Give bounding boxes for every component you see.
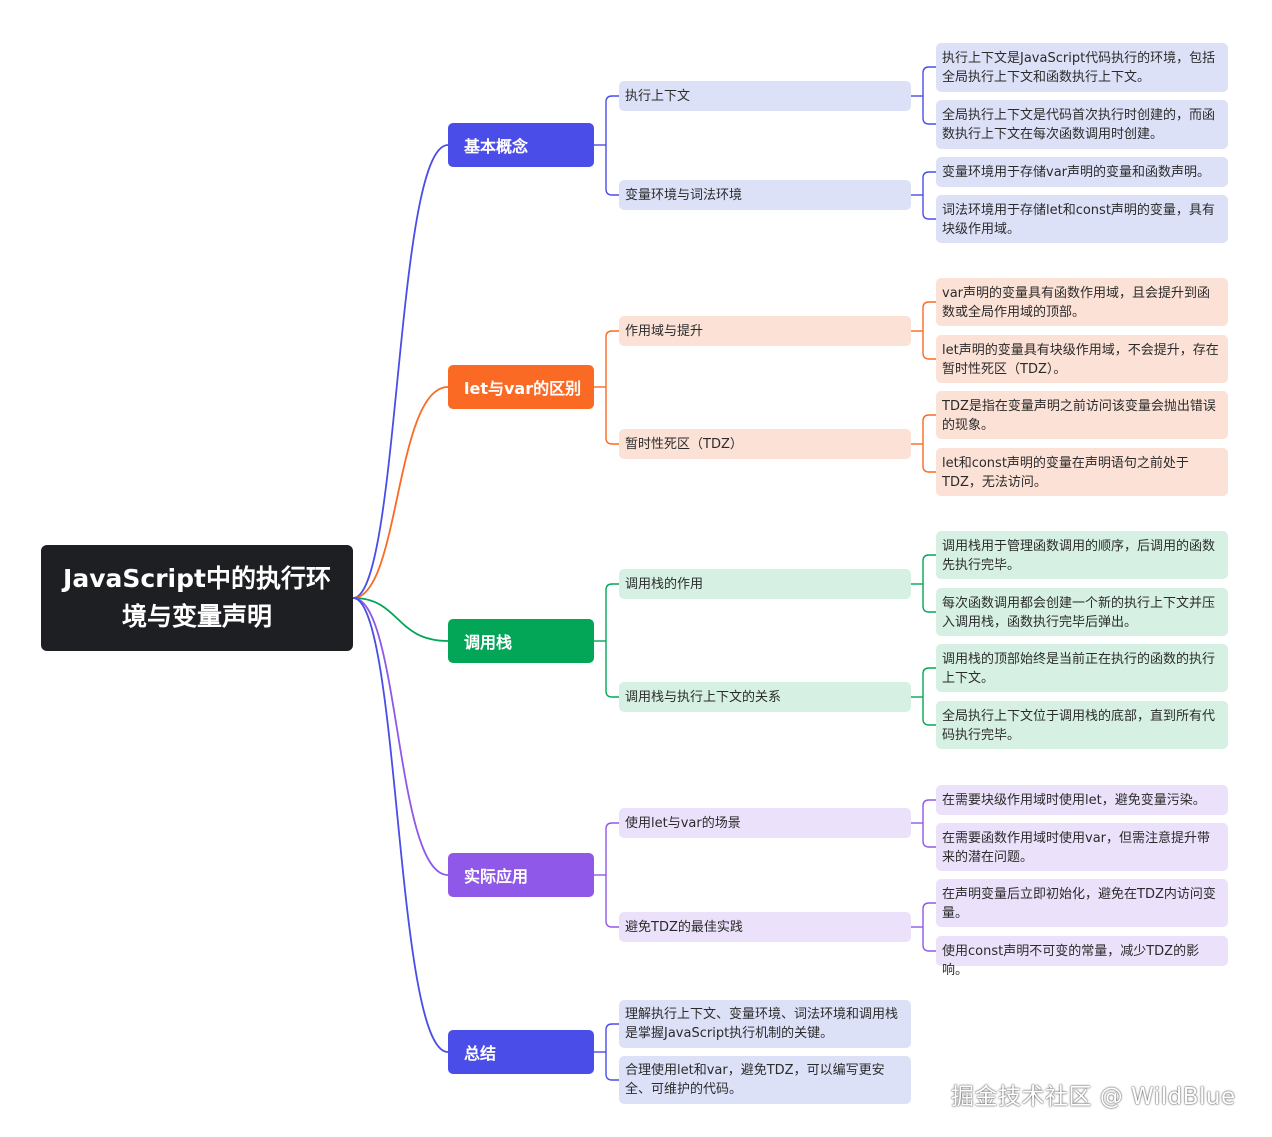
connector-line xyxy=(922,195,936,220)
sub-node[interactable]: 理解执行上下文、变量环境、词法环境和调用栈是掌握JavaScript执行机制的关… xyxy=(619,1000,911,1048)
connector-line xyxy=(605,330,619,387)
connector-line xyxy=(605,822,619,875)
leaf-node[interactable]: 在声明变量后立即初始化，避免在TDZ内访问变量。 xyxy=(936,879,1228,927)
sub-node[interactable]: 调用栈与执行上下文的关系 xyxy=(619,682,911,712)
connector-line xyxy=(922,697,936,726)
leaf-node[interactable]: 在需要块级作用域时使用let，避免变量污染。 xyxy=(936,785,1228,815)
connector-line xyxy=(605,95,619,145)
leaf-node[interactable]: let和const声明的变量在声明语句之前处于TDZ，无法访问。 xyxy=(936,448,1228,496)
watermark: 掘金技术社区 @ WildBlue xyxy=(951,1084,1236,1110)
leaf-node[interactable]: let声明的变量具有块级作用域，不会提升，存在暂时性死区（TDZ）。 xyxy=(936,335,1228,383)
leaf-node[interactable]: 全局执行上下文是代码首次执行时创建的，而函数执行上下文在每次函数调用时创建。 xyxy=(936,100,1228,149)
branch-summary[interactable]: 总结 xyxy=(448,1030,594,1074)
leaf-node[interactable]: 执行上下文是JavaScript代码执行的环境，包括全局执行上下文和函数执行上下… xyxy=(936,43,1228,92)
connector-line xyxy=(605,145,619,196)
sub-node[interactable]: 使用let与var的场景 xyxy=(619,808,911,838)
leaf-node[interactable]: 每次函数调用都会创建一个新的执行上下文并压入调用栈，函数执行完毕后弹出。 xyxy=(936,588,1228,636)
connector-line xyxy=(922,823,936,848)
connector-line xyxy=(922,667,936,697)
connector-line xyxy=(922,799,936,823)
sub-node[interactable]: 调用栈的作用 xyxy=(619,569,911,599)
leaf-node[interactable]: var声明的变量具有函数作用域，且会提升到函数或全局作用域的顶部。 xyxy=(936,278,1228,326)
root-node[interactable]: JavaScript中的执行环境与变量声明 xyxy=(41,545,353,651)
connector-line xyxy=(922,444,936,473)
branch-basic-concepts[interactable]: 基本概念 xyxy=(448,123,594,167)
sub-node[interactable]: 作用域与提升 xyxy=(619,316,911,346)
connector-line xyxy=(922,331,936,360)
leaf-node[interactable]: 变量环境用于存储var声明的变量和函数声明。 xyxy=(936,157,1228,187)
branch-let-vs-var[interactable]: let与var的区别 xyxy=(448,365,594,409)
connector-line xyxy=(922,584,936,613)
connector-line xyxy=(922,902,936,927)
connector-line xyxy=(352,597,449,642)
leaf-node[interactable]: 调用栈的顶部始终是当前正在执行的函数的执行上下文。 xyxy=(936,644,1228,692)
leaf-node[interactable]: TDZ是指在变量声明之前访问该变量会抛出错误的现象。 xyxy=(936,391,1228,439)
sub-node[interactable]: 合理使用let和var，避免TDZ，可以编写更安全、可维护的代码。 xyxy=(619,1056,911,1104)
leaf-node[interactable]: 调用栈用于管理函数调用的顺序，后调用的函数先执行完毕。 xyxy=(936,531,1228,579)
sub-node[interactable]: 执行上下文 xyxy=(619,81,911,111)
connector-line xyxy=(605,1023,619,1052)
branch-call-stack[interactable]: 调用栈 xyxy=(448,619,594,663)
sub-node[interactable]: 变量环境与词法环境 xyxy=(619,180,911,210)
connector-line xyxy=(922,66,936,96)
leaf-node[interactable]: 使用const声明不可变的常量，减少TDZ的影响。 xyxy=(936,936,1228,978)
connector-line xyxy=(922,301,936,331)
leaf-node[interactable]: 全局执行上下文位于调用栈的底部，直到所有代码执行完毕。 xyxy=(936,701,1228,749)
connector-line xyxy=(922,554,936,584)
connector-line xyxy=(922,927,936,952)
connector-line xyxy=(352,597,449,876)
connector-line xyxy=(352,144,449,599)
sub-node[interactable]: 避免TDZ的最佳实践 xyxy=(619,912,911,942)
connector-line xyxy=(922,414,936,444)
leaf-node[interactable]: 词法环境用于存储let和const声明的变量，具有块级作用域。 xyxy=(936,195,1228,243)
connector-line xyxy=(605,387,619,445)
connector-line xyxy=(922,171,936,195)
connector-line xyxy=(605,641,619,698)
connector-line xyxy=(352,386,449,599)
branch-practical-use[interactable]: 实际应用 xyxy=(448,853,594,897)
connector-line xyxy=(605,1052,619,1081)
sub-node[interactable]: 暂时性死区（TDZ） xyxy=(619,429,911,459)
connector-line xyxy=(605,583,619,641)
connector-line xyxy=(922,96,936,125)
connector-line xyxy=(352,597,449,1053)
leaf-node[interactable]: 在需要函数作用域时使用var，但需注意提升带来的潜在问题。 xyxy=(936,823,1228,871)
connector-line xyxy=(605,875,619,928)
